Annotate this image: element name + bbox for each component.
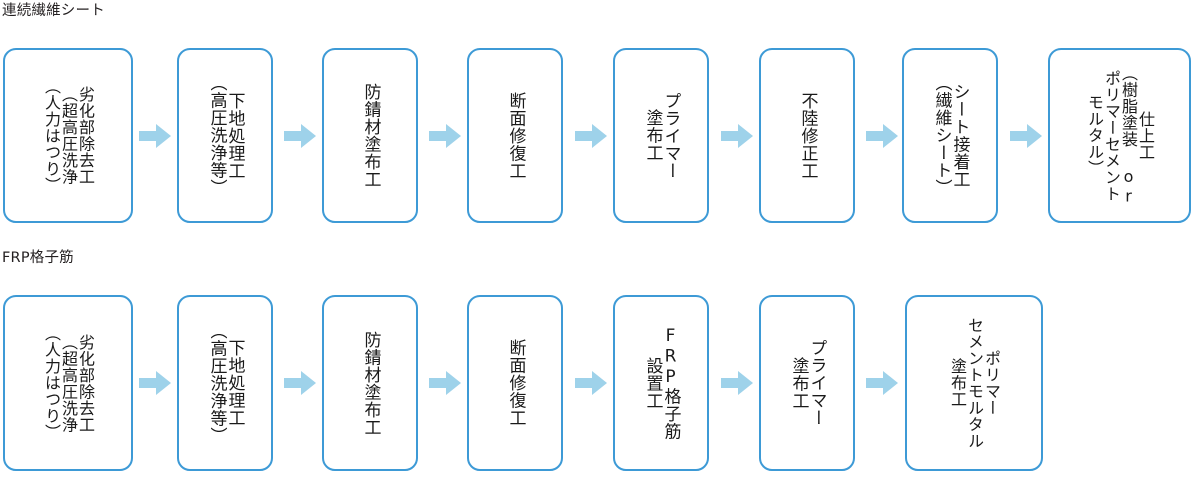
- process-node-frp-grid-bar-5[interactable]: FRP格子筋設置工: [613, 295, 709, 471]
- process-node-line: （超高圧洗浄: [59, 333, 78, 433]
- process-node-text: プライマー塗布工: [642, 91, 681, 180]
- process-node-text: 断面修復工: [505, 91, 526, 180]
- flow-arrow-icon: [284, 370, 316, 396]
- process-node-line: 下地処理工: [224, 91, 245, 180]
- flow-arrow-icon: [721, 123, 753, 149]
- process-node-line: プライマー: [806, 339, 827, 427]
- process-node-text: 防錆材塗布工: [360, 83, 381, 188]
- process-node-line: （人力はつり）: [42, 325, 61, 441]
- flow-row-frp-grid-bar: 劣化部除去工（超高圧洗浄（人力はつり） 下地処理工（高圧洗浄等） 防錆材塗布工 断面修…: [0, 295, 1194, 471]
- process-node-line: ポリマーセメント: [1102, 69, 1121, 202]
- process-node-line: プライマー: [660, 91, 681, 180]
- process-node-text: プライマー塗布工: [788, 339, 827, 427]
- process-node-line: モルタル）: [1085, 94, 1104, 177]
- process-node-continuous-fiber-sheet-3[interactable]: 防錆材塗布工: [322, 48, 418, 223]
- process-node-line: （人力はつり）: [42, 77, 61, 194]
- process-node-line: 劣化部除去工: [76, 333, 95, 433]
- flow-arrow-icon: [139, 370, 171, 396]
- process-node-frp-grid-bar-6[interactable]: プライマー塗布工: [759, 295, 855, 471]
- process-node-text: シート接着工（繊維シート）: [931, 74, 970, 197]
- process-node-line: シート接着工: [949, 83, 970, 188]
- flow-arrow-icon: [866, 370, 898, 396]
- process-node-line: 仕上工: [1136, 110, 1155, 161]
- flow-arrow-icon: [284, 123, 316, 149]
- flow-arrow-icon: [575, 123, 607, 149]
- process-node-continuous-fiber-sheet-2[interactable]: 下地処理工（高圧洗浄等）: [177, 48, 273, 223]
- process-node-line: 塗布工: [948, 358, 967, 408]
- process-node-frp-grid-bar-1[interactable]: 劣化部除去工（超高圧洗浄（人力はつり）: [3, 295, 133, 471]
- flow-arrow-icon: [429, 370, 461, 396]
- process-node-continuous-fiber-sheet-5[interactable]: プライマー塗布工: [613, 48, 709, 223]
- section-label-continuous-fiber-sheet: 連続繊維シート: [2, 3, 105, 19]
- flow-arrow-icon: [429, 123, 461, 149]
- process-node-text: 下地処理工（高圧洗浄等）: [206, 74, 245, 197]
- process-node-line: 設置工: [642, 356, 663, 410]
- process-node-text: 劣化部除去工（超高圧洗浄（人力はつり）: [42, 325, 95, 441]
- process-node-line: ポリマー: [982, 350, 1001, 416]
- flow-arrow-icon: [139, 123, 171, 149]
- process-node-line: 劣化部除去工: [76, 86, 95, 185]
- process-node-continuous-fiber-sheet-1[interactable]: 劣化部除去工（超高圧洗浄（人力はつり）: [3, 48, 133, 223]
- process-node-continuous-fiber-sheet-6[interactable]: 不陸修正工: [759, 48, 855, 223]
- process-node-line: （繊維シート）: [931, 74, 952, 197]
- process-node-line: 塗布工: [642, 109, 663, 162]
- process-node-continuous-fiber-sheet-4[interactable]: 断面修復工: [467, 48, 563, 223]
- process-node-text: 劣化部除去工（超高圧洗浄（人力はつり）: [42, 77, 95, 194]
- process-node-line: セメントモルタル: [965, 317, 984, 449]
- flow-arrow-icon: [1010, 123, 1042, 149]
- process-node-text: 不陸修正工: [797, 91, 818, 180]
- process-node-line: 防錆材塗布工: [360, 330, 381, 436]
- flow-arrow-icon: [721, 370, 753, 396]
- process-node-line: 断面修復工: [505, 91, 526, 180]
- process-node-frp-grid-bar-2[interactable]: 下地処理工（高圧洗浄等）: [177, 295, 273, 471]
- process-node-text: FRP格子筋設置工: [642, 326, 681, 440]
- process-node-frp-grid-bar-3[interactable]: 防錆材塗布工: [322, 295, 418, 471]
- process-node-frp-grid-bar-7[interactable]: ポリマーセメントモルタル塗布工: [905, 295, 1043, 471]
- process-node-line: 不陸修正工: [797, 91, 818, 180]
- section-label-frp-grid-bar: FRP格子筋: [2, 250, 74, 266]
- process-node-text: 下地処理工（高圧洗浄等）: [206, 321, 245, 445]
- process-node-text: 防錆材塗布工: [360, 330, 381, 436]
- process-node-line: 防錆材塗布工: [360, 83, 381, 188]
- process-node-line: （高圧洗浄等）: [206, 321, 227, 445]
- process-node-line: 塗布工: [788, 356, 809, 410]
- process-node-line: （超高圧洗浄: [59, 86, 78, 185]
- flow-arrow-icon: [866, 123, 898, 149]
- process-node-frp-grid-bar-4[interactable]: 断面修復工: [467, 295, 563, 471]
- process-node-line: （樹脂塗装 or: [1119, 65, 1138, 206]
- process-node-line: 断面修復工: [505, 339, 526, 427]
- process-node-continuous-fiber-sheet-7[interactable]: シート接着工（繊維シート）: [902, 48, 998, 223]
- process-node-line: FRP格子筋: [660, 326, 681, 440]
- process-node-line: （高圧洗浄等）: [206, 74, 227, 197]
- flow-arrow-icon: [575, 370, 607, 396]
- flow-row-continuous-fiber-sheet: 劣化部除去工（超高圧洗浄（人力はつり） 下地処理工（高圧洗浄等） 防錆材塗布工 断面修…: [0, 48, 1194, 223]
- process-node-text: 断面修復工: [505, 339, 526, 427]
- process-node-text: ポリマーセメントモルタル塗布工: [948, 317, 1001, 449]
- process-node-line: 下地処理工: [224, 339, 245, 427]
